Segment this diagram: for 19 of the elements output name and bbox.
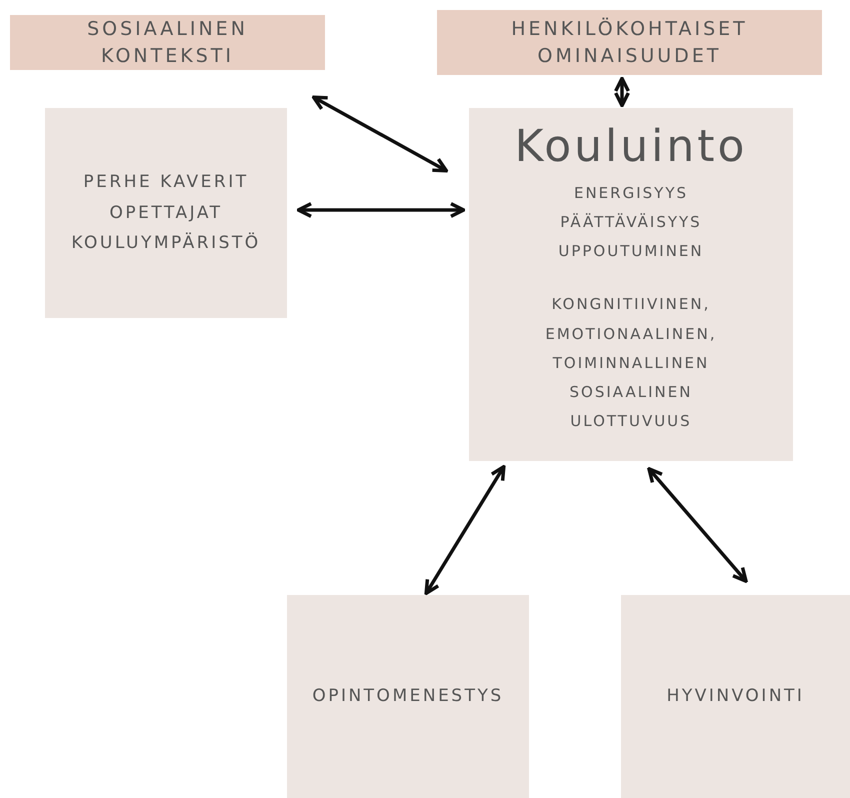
double-arrow [296, 202, 466, 218]
double-arrow [647, 467, 748, 583]
label-text: HYVINVOINTI [666, 685, 806, 708]
double-arrow [614, 76, 630, 108]
heading-text: HENKILÖKOHTAISET OMINAISUUDET [510, 16, 749, 68]
label-text: PERHE KAVERIT OPETTAJAT KOULUYMPÄRISTÖ [70, 171, 262, 256]
heading-text: SOSIAALINEN KONTEKSTI [86, 16, 249, 68]
double-arrow [312, 96, 448, 172]
header-box [10, 15, 325, 70]
header-box [437, 10, 822, 75]
main-title: Kouluinto [514, 122, 748, 173]
double-arrow [424, 464, 506, 596]
content-box [469, 108, 793, 461]
content-box [45, 108, 287, 318]
description-text: KONGNITIIVINEN, EMOTIONAALINEN, TOIMINNALLINEN SOSIAALINEN ULOTTUVUUS [544, 294, 718, 432]
label-text: OPINTOMENESTYS [311, 685, 505, 708]
description-text: ENERGISYYS PÄÄTTÄVÄISYYS UPPOUTUMINEN [557, 182, 705, 262]
content-box [621, 595, 850, 798]
content-box [287, 595, 529, 798]
